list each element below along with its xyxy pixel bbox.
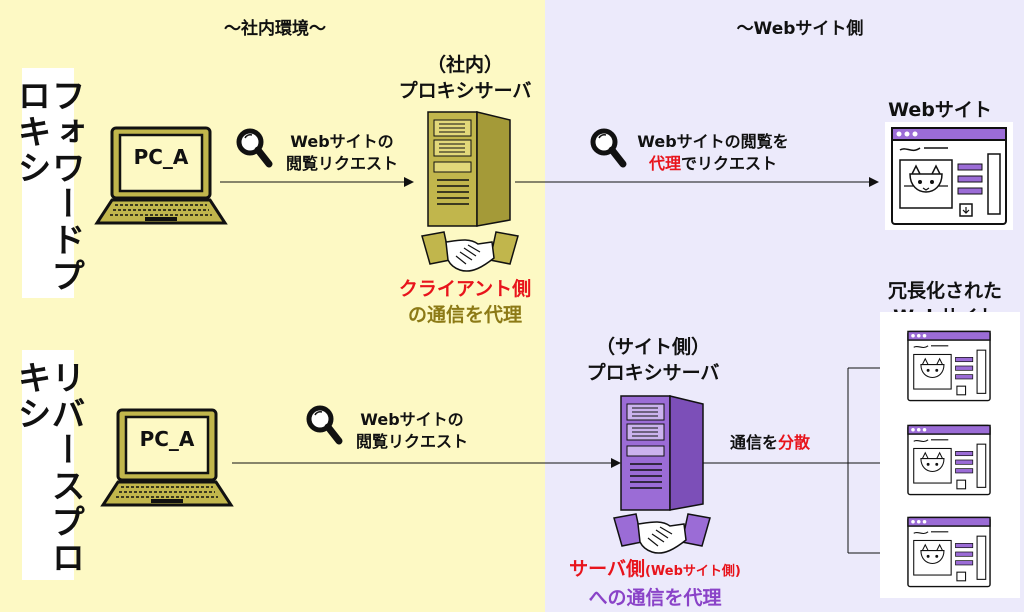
forward-row-label: フォワードプロキシ (11, 78, 85, 294)
reverse-proxy-role-rest: への通信を代理 (588, 587, 722, 609)
forward-proxy-title: （社内） プロキシサーバ (395, 52, 535, 104)
magnifier-icon (306, 405, 343, 445)
reverse-row-label: リバースプロキシ (11, 360, 85, 576)
reverse-proxy-title-line-1: （サイト側） (595, 336, 710, 358)
forward-request-line-1: Webサイトの (290, 132, 394, 151)
server-icon (620, 395, 704, 511)
forward-outbound-line-1: Webサイトの閲覧を (637, 132, 789, 151)
header-internal: 〜社内環境〜 (224, 19, 326, 39)
laptop-icon (100, 408, 234, 507)
website-window-icon (907, 516, 991, 588)
reverse-proxy-role-red: サーバ側 (569, 558, 645, 580)
magnifier-icon (590, 128, 627, 168)
forward-proxy-title-line-2: プロキシサーバ (398, 80, 532, 102)
reverse-row-label-box: リバースプロキシ (11, 350, 85, 580)
reverse-proxy-title-line-2: プロキシサーバ (586, 362, 720, 384)
forward-site-title: Webサイト (888, 99, 992, 121)
website-window-icon (891, 127, 1007, 225)
forward-proxy-role: クライアント側 の通信を代理 (390, 276, 540, 328)
magnifier-icon (236, 128, 273, 168)
distribute-prefix: 通信を (729, 433, 778, 452)
reverse-pc-label: PC_A (139, 427, 195, 451)
forward-outbound-rest: でリクエスト (681, 154, 778, 173)
reverse-proxy-role: サーバ側(Webサイト側) への通信を代理 (555, 556, 755, 611)
reverse-request-line-2: 閲覧リクエスト (355, 432, 468, 451)
forward-request-caption: Webサイトの 閲覧リクエスト (282, 131, 402, 175)
website-window-icon (907, 424, 991, 496)
forward-proxy-role-rest: の通信を代理 (407, 304, 522, 326)
forward-proxy-title-line-1: （社内） (426, 54, 503, 76)
distribute-red: 分散 (778, 433, 811, 452)
handshake-icon (613, 513, 711, 554)
forward-outbound-caption: Webサイトの閲覧を 代理でリクエスト (633, 131, 793, 175)
forward-outbound-line-2: 代理でリクエスト (633, 153, 793, 175)
forward-outbound-red: 代理 (648, 154, 681, 173)
reverse-request-caption: Webサイトの 閲覧リクエスト (352, 409, 472, 453)
forward-pc-label: PC_A (133, 145, 189, 169)
header-website: 〜Webサイト側 (736, 19, 864, 39)
forward-row-label-box: フォワードプロキシ (11, 68, 85, 298)
handshake-icon (421, 231, 519, 272)
server-icon (427, 111, 511, 227)
distribute-caption: 通信を分散 (710, 432, 830, 454)
reverse-proxy-title: （サイト側） プロキシサーバ (578, 334, 728, 386)
reverse-request-line-1: Webサイトの (360, 410, 464, 429)
reverse-proxy-role-small: (Webサイト側) (644, 564, 741, 579)
internal-zone (0, 0, 545, 612)
website-window-icon (907, 330, 991, 402)
forward-request-line-2: 閲覧リクエスト (285, 154, 398, 173)
forward-proxy-role-red: クライアント側 (398, 278, 532, 300)
laptop-icon (94, 126, 228, 225)
reverse-sites-title-line-1: 冗長化された (887, 280, 1002, 302)
